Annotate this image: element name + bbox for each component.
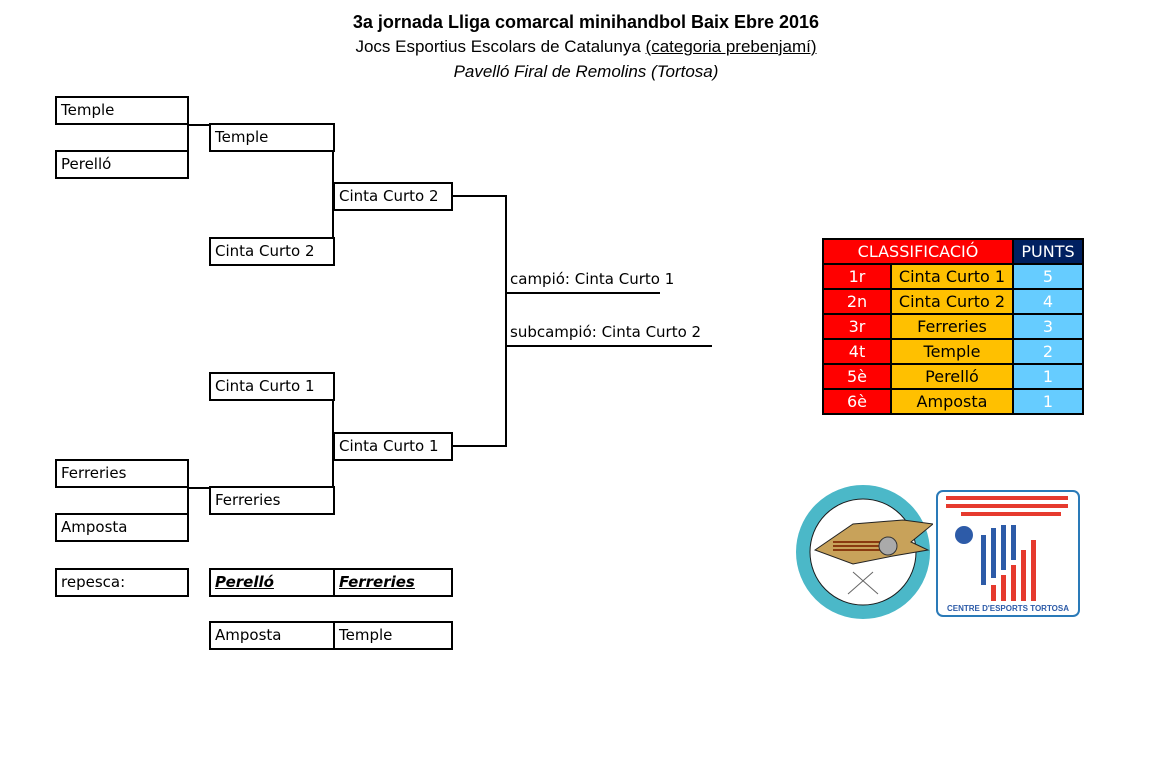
bracket-team: Ferreries bbox=[209, 486, 335, 515]
points-cell: 2 bbox=[1012, 338, 1084, 365]
bracket-team: Temple bbox=[209, 123, 335, 152]
position-cell: 3r bbox=[822, 313, 892, 340]
points-cell: 3 bbox=[1012, 313, 1084, 340]
points-cell: 1 bbox=[1012, 363, 1084, 390]
centre-logo-text: CENTRE D'ESPORTS TORTOSA bbox=[947, 604, 1069, 613]
repesca-team: Temple bbox=[333, 621, 453, 650]
team-cell: Temple bbox=[890, 338, 1014, 365]
team-cell: Perelló bbox=[890, 363, 1014, 390]
team-cell: Cinta Curto 2 bbox=[890, 288, 1014, 315]
position-cell: 4t bbox=[822, 338, 892, 365]
team-cell: Ferreries bbox=[890, 313, 1014, 340]
bracket-team: Perelló bbox=[55, 150, 189, 179]
repesca-team: Perelló bbox=[209, 568, 335, 597]
classification-header: CLASSIFICACIÓ bbox=[822, 238, 1014, 265]
position-cell: 1r bbox=[822, 263, 892, 290]
subtitle: Jocs Esportius Escolars de Catalunya (ca… bbox=[0, 37, 1172, 57]
bracket-team: Cinta Curto 2 bbox=[333, 182, 453, 211]
consell-esportiu-logo bbox=[796, 485, 933, 619]
repesca-team: Ferreries bbox=[333, 568, 453, 597]
bracket-team: Cinta Curto 1 bbox=[333, 432, 453, 461]
repesca-team: Amposta bbox=[209, 621, 335, 650]
position-cell: 6è bbox=[822, 388, 892, 415]
bracket-team: Cinta Curto 1 bbox=[209, 372, 335, 401]
page-title: 3a jornada Lliga comarcal minihandbol Ba… bbox=[352, 12, 820, 32]
points-header: PUNTS bbox=[1012, 238, 1084, 265]
team-cell: Amposta bbox=[890, 388, 1014, 415]
points-cell: 5 bbox=[1012, 263, 1084, 290]
runner-up-label: subcampió: Cinta Curto 2 bbox=[510, 323, 702, 341]
points-cell: 1 bbox=[1012, 388, 1084, 415]
repesca-label: repesca: bbox=[55, 568, 189, 597]
position-cell: 5è bbox=[822, 363, 892, 390]
bracket-team: Amposta bbox=[55, 513, 189, 542]
bracket-team: Cinta Curto 2 bbox=[209, 237, 335, 266]
venue: Pavelló Firal de Remolins (Tortosa) bbox=[453, 62, 719, 81]
champion-label: campió: Cinta Curto 1 bbox=[510, 270, 675, 288]
centre-esports-tortosa-logo: CENTRE D'ESPORTS TORTOSA bbox=[936, 490, 1080, 617]
points-cell: 4 bbox=[1012, 288, 1084, 315]
subtitle-text: Jocs Esportius Escolars de Catalunya bbox=[355, 37, 646, 56]
category-text: (categoria prebenjamí) bbox=[645, 37, 817, 56]
bracket-team: Ferreries bbox=[55, 459, 189, 488]
bracket-team: Temple bbox=[55, 96, 189, 125]
team-cell: Cinta Curto 1 bbox=[890, 263, 1014, 290]
position-cell: 2n bbox=[822, 288, 892, 315]
